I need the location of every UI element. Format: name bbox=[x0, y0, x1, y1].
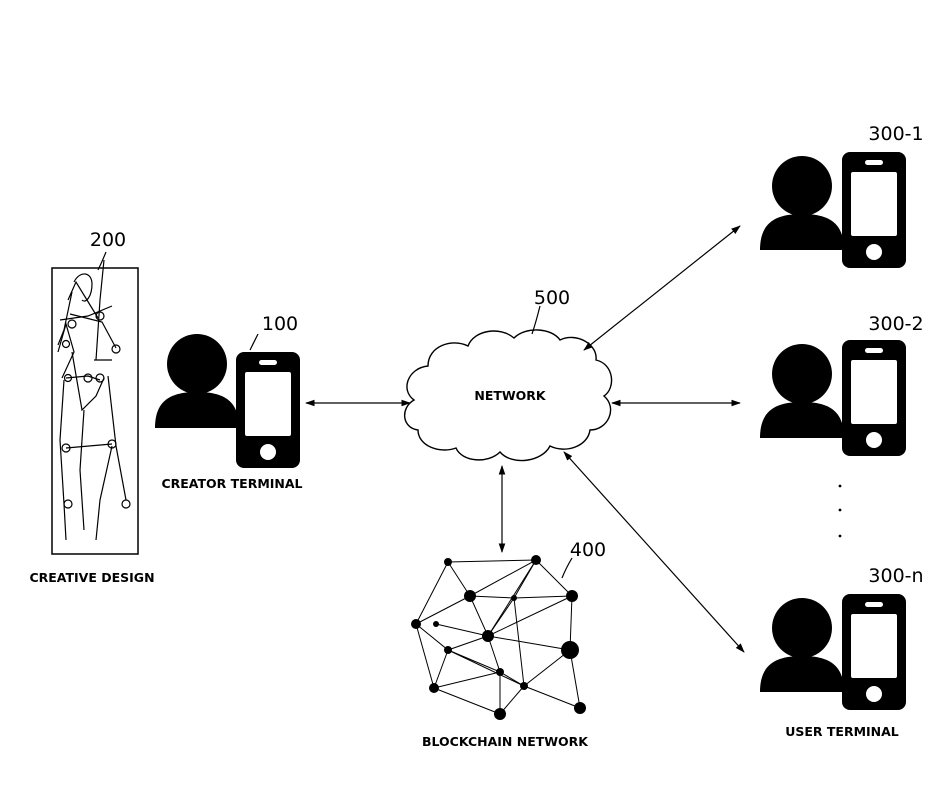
creator-terminal-label: CREATOR TERMINAL bbox=[161, 476, 302, 491]
creative-design-ref: 200 bbox=[90, 229, 126, 251]
smartphone-icon bbox=[236, 352, 300, 468]
user-terminal-n: 300-n USER TERMINAL bbox=[760, 565, 924, 739]
network: 500 NETWORK bbox=[405, 287, 612, 461]
creative-design-label: CREATIVE DESIGN bbox=[29, 570, 154, 585]
user-terminal-2: 300-2 bbox=[760, 313, 924, 456]
arrow-network-user1 bbox=[584, 226, 740, 350]
smartphone-icon bbox=[842, 340, 906, 456]
user1-ref: 300-1 bbox=[868, 123, 923, 145]
person-icon bbox=[155, 334, 239, 428]
ellipsis-dots bbox=[839, 485, 842, 538]
network-ref: 500 bbox=[534, 287, 570, 309]
usern-ref: 300-n bbox=[868, 565, 923, 587]
smartphone-icon bbox=[842, 152, 906, 268]
creator-terminal: 100 CREATOR TERMINAL bbox=[155, 313, 303, 491]
user-terminal-label: USER TERMINAL bbox=[785, 724, 899, 739]
person-icon bbox=[760, 344, 844, 438]
person-icon bbox=[760, 156, 844, 250]
person-icon bbox=[760, 598, 844, 692]
creative-design: 200 CREATIVE DESIGN bbox=[29, 229, 154, 585]
blockchain-network: 400 BLOCKCHAIN NETWORK bbox=[411, 539, 606, 749]
user2-ref: 300-2 bbox=[868, 313, 923, 335]
blockchain-label: BLOCKCHAIN NETWORK bbox=[422, 734, 589, 749]
sketch-figure-icon bbox=[58, 260, 130, 540]
blockchain-ref: 400 bbox=[570, 539, 606, 561]
ref-leader-400 bbox=[562, 558, 572, 578]
network-label: NETWORK bbox=[474, 388, 547, 403]
ref-leader-100 bbox=[250, 334, 258, 350]
user-terminal-1: 300-1 bbox=[760, 123, 924, 268]
blockchain-graph-icon bbox=[416, 560, 580, 714]
creator-terminal-ref: 100 bbox=[262, 313, 298, 335]
smartphone-icon bbox=[842, 594, 906, 710]
